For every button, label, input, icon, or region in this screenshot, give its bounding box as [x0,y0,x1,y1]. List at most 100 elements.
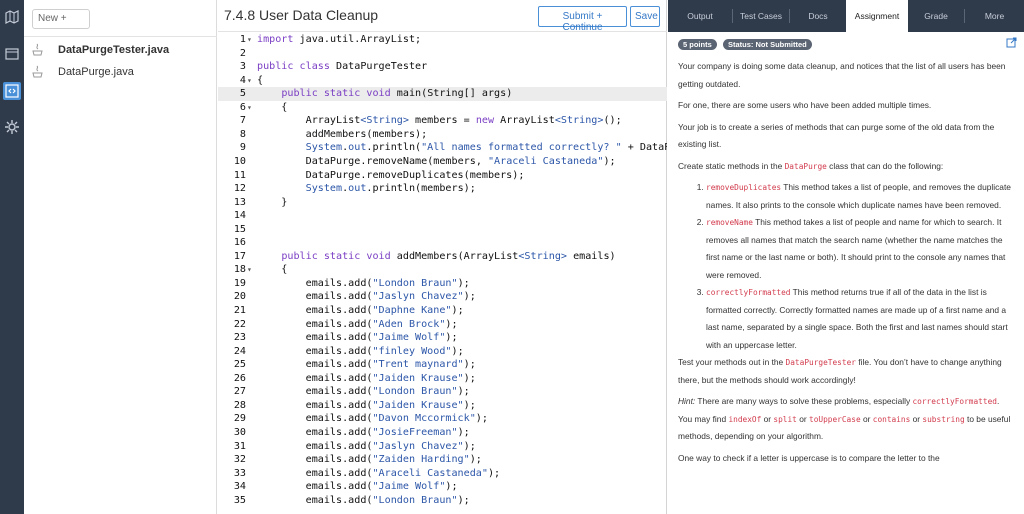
tab-docs[interactable]: Docs [808,11,828,21]
list-item-text: This method takes a list of people, and … [706,182,1011,210]
save-button[interactable]: Save [630,6,660,27]
code-token: DataPurge [305,155,361,167]
code-line[interactable]: 14 [218,209,667,223]
code-token: add [348,399,367,411]
line-number: 21 [233,305,246,316]
code-token: ( [366,372,373,384]
code-line[interactable]: 20 emails.add("Jaslyn Chavez"); [218,290,667,304]
code-line[interactable]: 19 emails.add("London Braun"); [218,277,667,291]
file-item-datapurgetester[interactable]: DataPurgeTester.java [32,41,169,59]
text-fragment: Create static methods in the [678,160,785,171]
tab-grade[interactable]: Grade [924,11,948,21]
code-token: add [348,359,367,371]
code-line[interactable]: 24 emails.add("finley Wood"); [218,345,667,359]
code-line[interactable]: 28 emails.add("Jaiden Krause"); [218,399,667,413]
files-icon[interactable] [3,45,21,63]
code-token: ); [445,318,458,330]
code-line[interactable]: 4▾{ [218,74,667,88]
code-token: . [354,34,361,45]
code-token [257,278,306,289]
inline-code: toUpperCase [809,414,861,424]
code-token: add [348,494,367,506]
code-line[interactable]: 7 ArrayList<String> members = new ArrayL… [218,114,667,128]
line-number: 35 [233,494,246,506]
code-token: { [257,74,264,86]
code-token: members [372,128,416,140]
code-token: emails [305,454,343,466]
inline-code: removeDuplicates [706,183,782,192]
external-link-icon[interactable] [1006,37,1017,51]
code-line[interactable]: 12 System.out.println(members); [218,182,667,196]
code-token: emails [305,413,343,425]
string-literal: "Daphne Kane" [372,305,452,316]
code-token: } [257,196,288,208]
fold-chevron-icon[interactable]: ▾ [247,75,252,85]
code-line[interactable]: 27 emails.add("London Braun"); [218,385,667,399]
text-fragment: There are many ways to solve these probl… [695,396,913,406]
fold-chevron-icon[interactable]: ▾ [247,35,252,44]
inline-code: contains [872,414,911,424]
code-line[interactable]: 22 emails.add("Aden Brock"); [218,318,667,332]
code-line[interactable]: 34 emails.add("Jaime Wolf"); [218,480,667,494]
code-line[interactable]: 2 [218,47,667,61]
submit-continue-button[interactable]: Submit + Continue [538,6,627,33]
code-text: public class DataPurgeTester [257,60,427,74]
new-file-button[interactable]: New + [32,9,90,29]
code-line[interactable]: 23 emails.add("Jaime Wolf"); [218,331,667,345]
code-token: emails [305,399,343,411]
code-line[interactable]: 31 emails.add("Jaslyn Chavez"); [218,440,667,454]
code-line[interactable]: 17 public static void addMembers(ArrayLi… [218,250,667,264]
code-line[interactable]: 11 DataPurge.removeDuplicates(members); [218,169,667,183]
code-token: . [342,399,349,411]
code-text: } [257,196,287,210]
code-line[interactable]: 9 System.out.println("All names formatte… [218,141,667,155]
code-line[interactable]: 8 addMembers(members); [218,128,667,142]
settings-icon[interactable] [3,118,21,136]
tab-test-cases[interactable]: Test Cases [739,11,783,21]
code-line[interactable]: 32 emails.add("Zaiden Harding"); [218,453,667,467]
code-text: emails.add("Trent maynard"); [257,358,476,372]
code-line[interactable]: 26 emails.add("Jaiden Krause"); [218,372,667,386]
code-line[interactable]: 30 emails.add("JosieFreeman"); [218,426,667,440]
code-token: ); [457,277,470,289]
code-token: . [342,291,349,303]
code-line[interactable]: 18▾ { [218,263,667,277]
code-line[interactable]: 25 emails.add("Trent maynard"); [218,358,667,372]
code-line[interactable]: 6▾ { [218,101,667,115]
code-token [257,346,306,357]
code-line[interactable]: 33 emails.add("Araceli Castaneda"); [218,467,667,481]
code-line[interactable]: 15 [218,223,667,237]
fold-chevron-icon[interactable]: ▾ [247,102,252,112]
code-line[interactable]: 16 [218,236,667,250]
tab-assignment[interactable]: Assignment [846,0,908,32]
code-token: ( [366,128,373,140]
code-token: add [348,345,367,357]
fold-chevron-icon[interactable]: ▾ [247,265,252,275]
code-line[interactable]: 5 public static void main(String[] args) [218,87,667,101]
code-line[interactable]: 10 DataPurge.removeName(members, "Aracel… [218,155,667,169]
file-item-datapurge[interactable]: DataPurge.java [32,63,134,81]
code-line[interactable]: 35 emails.add("London Braun"); [218,494,667,508]
tab-output[interactable]: Output [687,11,713,21]
line-number: 28 [233,399,246,411]
code-token: , [475,155,488,167]
code-icon[interactable] [3,82,21,100]
java-file-icon [32,65,44,79]
code-token: [] [463,88,482,100]
status-badge: Status: Not Submitted [723,39,812,50]
code-line[interactable]: 1▾import java.util.ArrayList; [218,33,667,47]
code-token: ( [415,142,422,154]
line-number: 27 [233,386,246,398]
code-line[interactable]: 13 } [218,196,667,210]
code-text: DataPurge.removeDuplicates(members); [257,169,525,183]
tab-more[interactable]: More [984,11,1005,21]
list-item-text: This method returns true if all of the d… [706,287,1008,350]
code-line[interactable]: 29 emails.add("Davon Mccormick"); [218,412,667,426]
code-token: println [372,183,416,195]
code-text: emails.add("London Braun"); [257,494,470,508]
map-icon[interactable] [3,8,21,26]
code-text: emails.add("Aden Brock"); [257,318,458,332]
code-line[interactable]: 21 emails.add("Daphne Kane"); [218,304,667,318]
